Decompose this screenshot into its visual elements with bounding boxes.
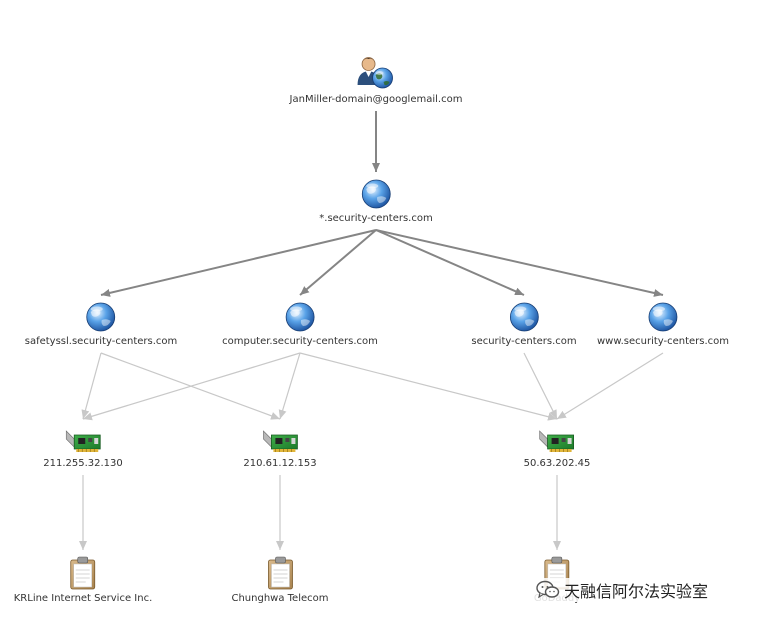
ip-node-1[interactable]: 211.255.32.130: [43, 425, 123, 469]
edge-computer-to-ip1: [82, 352, 301, 421]
edge-root-to-ip3: [523, 352, 558, 420]
edge-layer: [78, 111, 664, 551]
org-label-1: KRLine Internet Service Inc.: [13, 593, 153, 604]
globe-icon: [285, 302, 315, 332]
email-node[interactable]: JanMiller-domain@googlemail.com: [289, 55, 463, 105]
safetyssl-domain-label: safetyssl.security-centers.com: [24, 336, 178, 347]
email-label: JanMiller-domain@googlemail.com: [289, 94, 463, 105]
edge-safetyssl-to-ip1: [81, 352, 102, 420]
globe-icon: [648, 302, 678, 332]
watermark-text: 天融信阿尔法实验室: [564, 582, 709, 601]
ip-label-3: 50.63.202.45: [523, 458, 591, 469]
computer-domain-label: computer.security-centers.com: [222, 336, 378, 347]
user-globe-icon: [357, 57, 394, 89]
network-card-icon: [65, 430, 101, 452]
network-card-icon: [539, 430, 575, 452]
wildcard-domain-node[interactable]: *.security-centers.com: [319, 178, 433, 224]
globe-icon: [86, 302, 116, 332]
edge-computer-to-ip2: [278, 352, 301, 420]
edge-wildcard-to-computer: [299, 229, 377, 296]
edge-wildcard-to-root: [375, 229, 525, 296]
edge-wildcard-to-www: [375, 229, 664, 297]
safetyssl-domain-node[interactable]: safetyssl.security-centers.com: [24, 301, 178, 347]
ip-label-1: 211.255.32.130: [43, 458, 123, 469]
org-label-2: Chunghwa Telecom: [231, 593, 329, 604]
wildcard-domain-label: *.security-centers.com: [319, 213, 433, 224]
root-domain-node[interactable]: security-centers.com: [471, 301, 577, 347]
computer-domain-node[interactable]: computer.security-centers.com: [222, 301, 378, 347]
globe-icon: [509, 302, 539, 332]
ip-node-2[interactable]: 210.61.12.153: [243, 425, 317, 469]
globe-icon: [361, 179, 391, 209]
clipboard-icon: [267, 556, 293, 590]
network-card-icon: [262, 430, 298, 452]
root-domain-label: security-centers.com: [471, 336, 577, 347]
edge-wildcard-to-safetyssl: [100, 229, 377, 297]
www-domain-node[interactable]: www.security-centers.com: [597, 301, 729, 347]
clipboard-icon: [70, 556, 96, 590]
ip-label-2: 210.61.12.153: [243, 458, 317, 469]
org-node-1[interactable]: KRLine Internet Service Inc.: [13, 556, 153, 604]
wechat-icon: [536, 580, 560, 599]
org-node-2[interactable]: Chunghwa Telecom: [231, 556, 329, 604]
watermark: 天融信阿尔法实验室: [534, 578, 711, 602]
edge-www-to-ip3: [556, 352, 664, 420]
ip-node-3[interactable]: 50.63.202.45: [523, 425, 591, 469]
edge-computer-to-ip3: [299, 352, 558, 421]
www-domain-label: www.security-centers.com: [596, 336, 730, 347]
